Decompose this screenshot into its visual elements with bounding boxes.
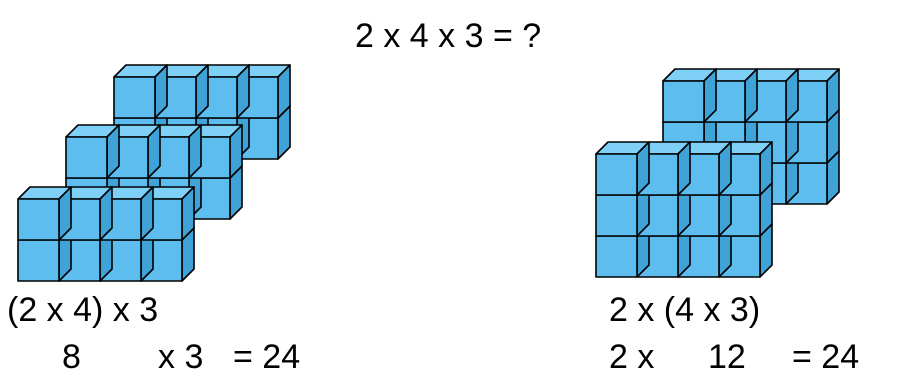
- cube-front-face: [596, 195, 637, 236]
- cube-front-face: [114, 77, 155, 118]
- left-result-eq: = 24: [233, 340, 300, 374]
- left-result-lhs: 8: [62, 340, 81, 374]
- cube-front-face: [66, 137, 107, 178]
- unit-cube: [663, 69, 716, 122]
- cube-front-face: [18, 240, 59, 281]
- left-result-op: x 3: [158, 340, 203, 374]
- unit-cube: [18, 187, 71, 240]
- unit-cube: [114, 65, 167, 118]
- right-result-eq: = 24: [792, 340, 859, 374]
- right-result-lhs: 2 x: [609, 340, 654, 374]
- left-expression: (2 x 4) x 3: [7, 293, 158, 327]
- right-result-mid: 12: [708, 340, 746, 374]
- unit-cube: [66, 125, 119, 178]
- cube-front-face: [596, 236, 637, 277]
- left-layer-3: [18, 187, 194, 281]
- right-slab-2: [596, 142, 772, 277]
- right-expression: 2 x (4 x 3): [609, 293, 760, 327]
- cube-front-face: [18, 199, 59, 240]
- cube-front-face: [596, 154, 637, 195]
- cube-front-face: [663, 81, 704, 122]
- unit-cube: [596, 142, 649, 195]
